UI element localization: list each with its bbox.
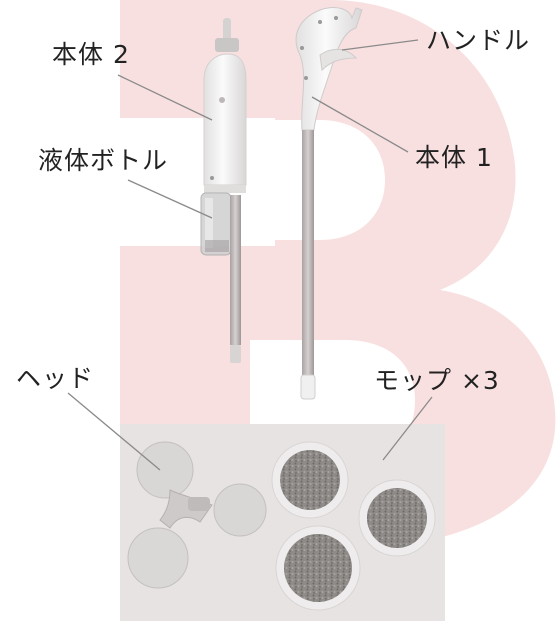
- leader-handle: [341, 39, 419, 51]
- mop-pads: [271, 441, 436, 611]
- head-part: [127, 441, 267, 589]
- label-mop: モップ ×3: [374, 366, 500, 395]
- leader-body1: [311, 96, 409, 153]
- label-head: ヘッド: [16, 364, 95, 393]
- label-body2: 本体 2: [52, 40, 130, 69]
- body1-part: [295, 7, 363, 400]
- leader-body2: [117, 74, 213, 121]
- label-body1: 本体 1: [415, 143, 493, 172]
- watermark-mask-bottom: [0, 520, 130, 621]
- leader-bottle: [127, 179, 213, 219]
- leader-lines: [67, 39, 433, 471]
- label-handle: ハンドル: [426, 26, 531, 55]
- leader-head: [67, 392, 161, 471]
- leader-mop: [382, 396, 433, 461]
- label-liquid-bottle: 液体ボトル: [38, 146, 169, 175]
- body2-part: [200, 18, 247, 363]
